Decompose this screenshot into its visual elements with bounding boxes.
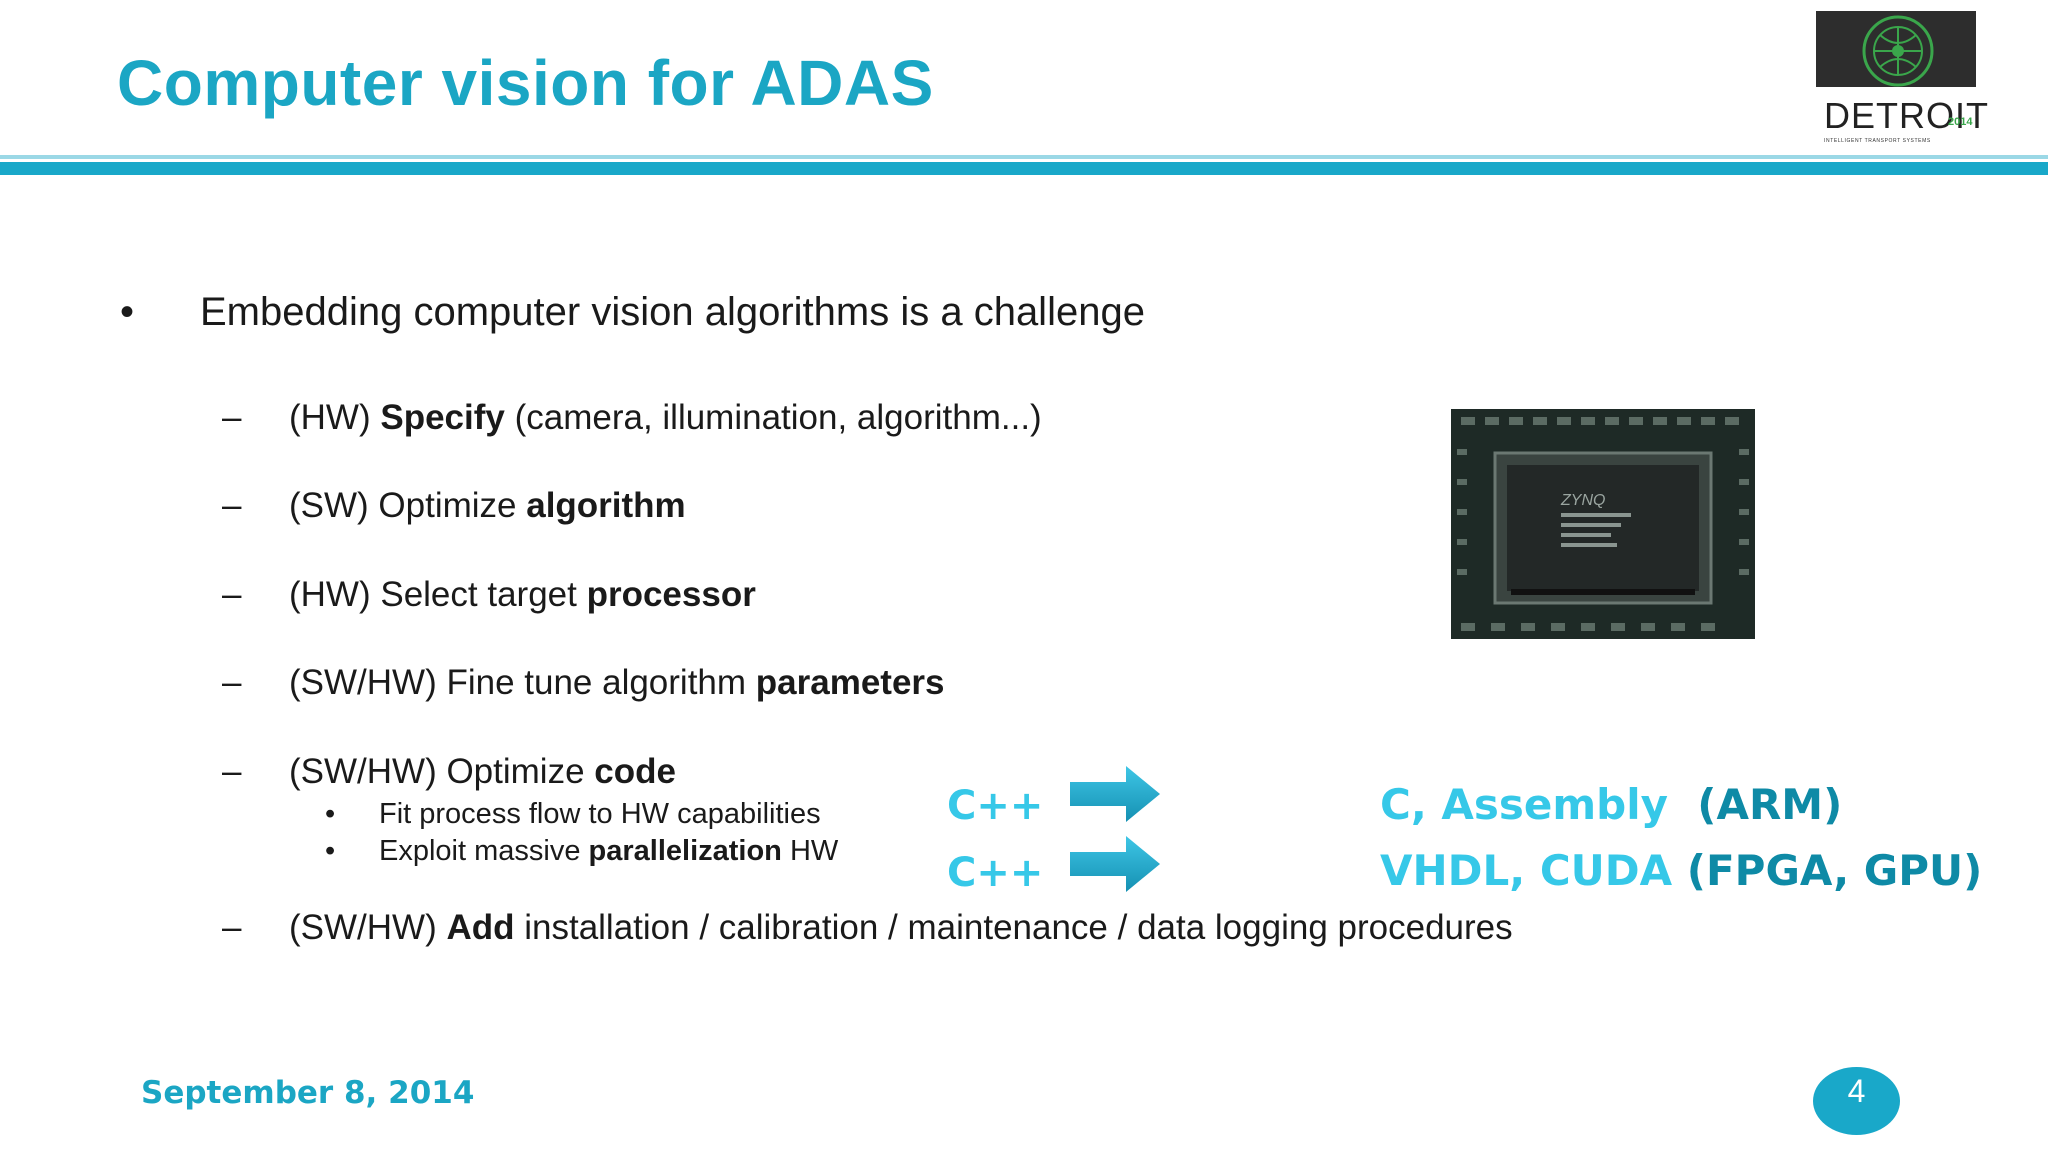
list-item-text: (SW/HW) Fine tune algorithm parameters bbox=[289, 663, 945, 702]
its-world-congress-logo: DETROIT 2014 INTELLIGENT TRANSPORT SYSTE… bbox=[1816, 11, 1988, 146]
list-item-text: (SW) Optimize algorithm bbox=[289, 486, 686, 525]
dash-icon: – bbox=[222, 575, 242, 614]
list-item-text: (HW) Select target processor bbox=[289, 575, 756, 614]
source-language-label: C++ bbox=[947, 783, 1044, 829]
dash-icon: – bbox=[222, 908, 242, 947]
bullet-dot-icon: • bbox=[120, 290, 135, 334]
logo-wordmark: DETROIT 2014 INTELLIGENT TRANSPORT SYSTE… bbox=[1816, 87, 1988, 146]
logo-year: 2014 bbox=[1948, 116, 1973, 128]
main-bullet-text: Embedding computer vision algorithms is … bbox=[200, 290, 1145, 334]
header-rule-light bbox=[0, 155, 2048, 159]
bullet-dot-icon: • bbox=[325, 798, 336, 830]
right-arrow-icon bbox=[1070, 766, 1164, 824]
chip-label: ZYNQ bbox=[1560, 492, 1605, 509]
list-item-text: (SW/HW) Optimize code bbox=[289, 752, 676, 791]
target-language: C, Assembly bbox=[1380, 780, 1668, 829]
dash-icon: – bbox=[222, 663, 242, 702]
target-hardware: (FPGA, GPU) bbox=[1686, 846, 1983, 895]
target-label: C, Assembly (ARM) bbox=[1380, 780, 1842, 829]
logo-tagline: INTELLIGENT TRANSPORT SYSTEMS bbox=[1824, 138, 1931, 144]
list-item-text: (SW/HW) Add installation / calibration /… bbox=[289, 908, 1513, 947]
slide-date: September 8, 2014 bbox=[141, 1075, 475, 1111]
list-item-text: (HW) Specify (camera, illumination, algo… bbox=[289, 398, 1042, 437]
dash-icon: – bbox=[222, 752, 242, 791]
target-language: VHDL, CUDA bbox=[1380, 846, 1673, 895]
logo-emblem bbox=[1816, 11, 1976, 87]
page-number-badge: 4 bbox=[1813, 1067, 1900, 1135]
page-number: 4 bbox=[1847, 1073, 1866, 1109]
sub-list-item-text: Fit process flow to HW capabilities bbox=[379, 798, 821, 830]
logo-city: DETROIT bbox=[1824, 95, 1989, 136]
header-rule bbox=[0, 162, 2048, 175]
dash-icon: – bbox=[222, 398, 242, 437]
dash-icon: – bbox=[222, 486, 242, 525]
sub-list-item-text: Exploit massive parallelization HW bbox=[379, 835, 839, 867]
source-language-label: C++ bbox=[947, 850, 1044, 896]
target-hardware: (ARM) bbox=[1697, 780, 1843, 829]
slide-title: Computer vision for ADAS bbox=[117, 47, 934, 119]
processor-chip-image: ZYNQ bbox=[1451, 409, 1755, 639]
right-arrow-icon bbox=[1070, 836, 1164, 894]
target-label: VHDL, CUDA (FPGA, GPU) bbox=[1380, 846, 1982, 895]
bullet-dot-icon: • bbox=[325, 835, 336, 867]
